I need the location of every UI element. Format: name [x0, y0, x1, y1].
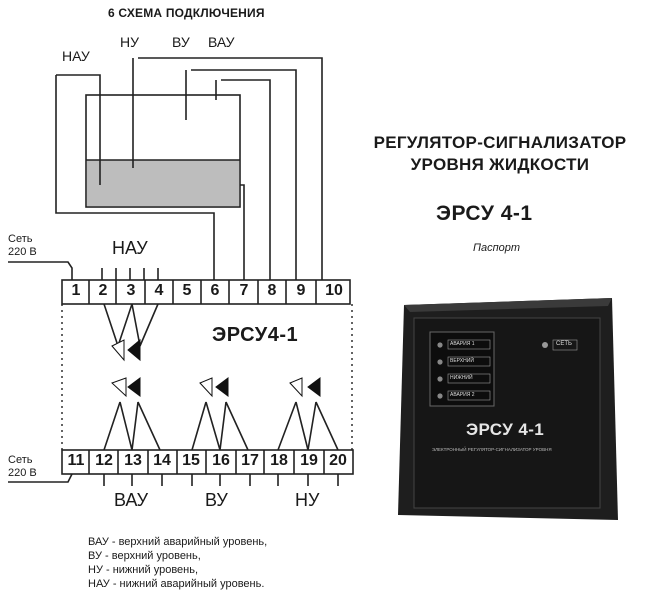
terminal-9: 9	[296, 282, 306, 299]
probe-nau-wire	[55, 75, 215, 280]
relay-contact-nau	[111, 339, 125, 362]
legend-item: ВАУ - верхний аварийный уровень,	[88, 536, 268, 548]
device-photo	[398, 298, 618, 520]
legend-item: НАУ - нижний аварийный уровень.	[88, 578, 265, 590]
probe-label-vau: ВАУ	[208, 34, 235, 50]
terminal-strip-top	[61, 279, 351, 305]
terminal-6: 6	[210, 282, 220, 299]
relay-contact-vu	[215, 377, 229, 397]
terminal-1: 1	[71, 282, 81, 299]
group-bottom-nu: НУ	[295, 490, 320, 510]
probe-label-nau: НАУ	[62, 48, 90, 64]
group-bottom-vu: ВУ	[205, 490, 228, 510]
power-top-line1: Сеть	[8, 233, 33, 245]
product-title-line1: РЕГУЛЯТОР-СИГНАЛИЗАТОР	[373, 133, 627, 152]
terminal-17: 17	[241, 452, 259, 469]
panel-power-label: СЕТЬ	[556, 341, 572, 347]
terminal-11: 11	[67, 452, 85, 469]
power-bottom-line2: 220 В	[8, 467, 37, 479]
terminal-2: 2	[98, 282, 108, 299]
relay-contact-nu	[307, 377, 321, 397]
product-model: ЭРСУ 4-1	[436, 202, 533, 225]
device-label: ЭРСУ4-1	[212, 324, 299, 346]
liquid-tank	[85, 94, 241, 208]
liquid-fill	[87, 160, 239, 206]
terminal-3: 3	[126, 282, 136, 299]
power-bottom-line1: Сеть	[8, 454, 33, 466]
terminal-18: 18	[270, 452, 288, 469]
terminal-20: 20	[329, 452, 347, 469]
panel-subtitle: ЭЛЕКТРОННЫЙ РЕГУЛЯТОР-СИГНАЛИЗАТОР УРОВН…	[432, 447, 552, 452]
terminal-7: 7	[239, 282, 249, 299]
power-top-line2: 220 В	[8, 246, 37, 258]
panel-indicator-2: ВЕРХНИЙ	[450, 358, 474, 364]
document-type: Паспорт	[473, 242, 521, 254]
probe-label-nu: НУ	[120, 34, 140, 50]
terminal-14: 14	[153, 452, 171, 469]
terminal-10: 10	[325, 282, 343, 299]
terminal-5: 5	[182, 282, 192, 299]
terminal-strip-bottom	[61, 449, 354, 475]
power-label-top: Сеть 220 В	[8, 233, 37, 259]
panel-model: ЭРСУ 4-1	[466, 420, 545, 439]
panel-indicator-3: НИЖНИЙ	[450, 375, 473, 381]
probe-label-vu: ВУ	[172, 34, 190, 50]
terminal-13: 13	[124, 452, 142, 469]
terminal-4: 4	[154, 282, 164, 299]
product-title-line2: УРОВНЯ ЖИДКОСТИ	[410, 155, 590, 174]
terminal-12: 12	[95, 452, 113, 469]
power-label-bottom: Сеть 220 В	[8, 454, 37, 480]
legend: ВАУ - верхний аварийный уровень, ВУ - ве…	[88, 535, 267, 591]
group-top-nau: НАУ	[112, 238, 148, 258]
terminal-8: 8	[267, 282, 277, 299]
terminal-16: 16	[212, 452, 230, 469]
group-bottom-vau: ВАУ	[114, 490, 149, 510]
terminal-19: 19	[300, 452, 318, 469]
power-led	[542, 342, 548, 348]
section-title: 6 СХЕМА ПОДКЛЮЧЕНИЯ	[108, 6, 265, 20]
terminal-15: 15	[182, 452, 200, 469]
panel-indicator-4: АВАРИЯ 2	[450, 392, 475, 398]
legend-item: ВУ - верхний уровень,	[88, 550, 201, 562]
legend-item: НУ - нижний уровень,	[88, 564, 199, 576]
relay-contact-vau	[127, 377, 141, 397]
panel-indicator-1: АВАРИЯ 1	[450, 341, 475, 347]
